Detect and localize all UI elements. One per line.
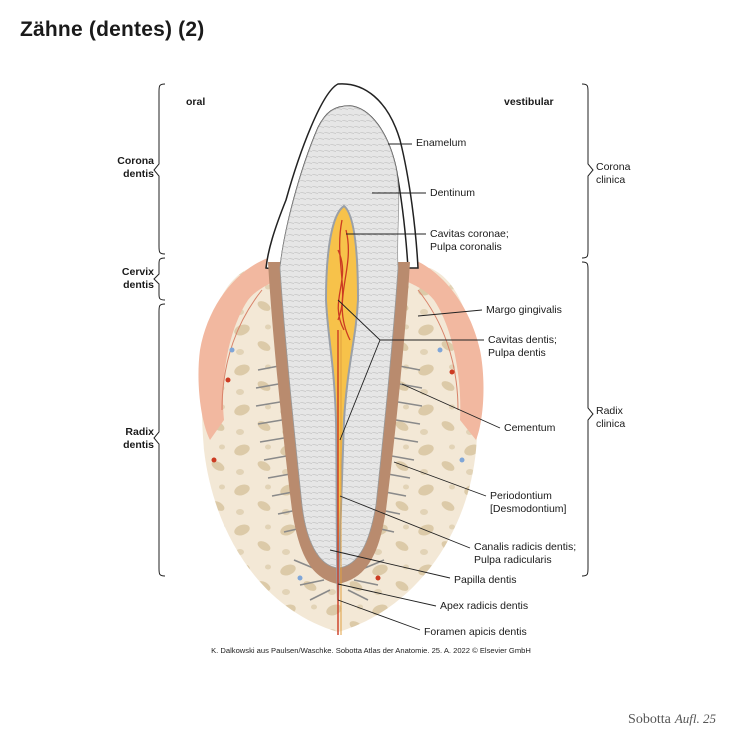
- label-cementum: Cementum: [504, 422, 556, 434]
- label-apex-radicis: Apex radicis dentis: [440, 600, 529, 612]
- credit-line: K. Dalkowski aus Paulsen/Waschke. Sobott…: [211, 646, 531, 655]
- label-corona-clinica: Corona clinica: [596, 161, 631, 186]
- label-enamelum: Enamelum: [416, 137, 467, 149]
- bracket-right: [581, 83, 594, 577]
- brand-edition: Aufl. 25: [674, 711, 716, 726]
- gingiva: [198, 258, 484, 440]
- bracket-left: [153, 83, 166, 577]
- label-vestibular: vestibular: [504, 96, 554, 108]
- label-corona-dentis: Corona dentis: [117, 155, 154, 180]
- label-cervix-dentis: Cervix dentis: [121, 266, 154, 291]
- label-dentinum: Dentinum: [430, 187, 475, 199]
- label-foramen-apicis: Foramen apicis dentis: [424, 626, 527, 638]
- label-margo-gingivalis: Margo gingivalis: [486, 304, 562, 316]
- label-papilla-dentis: Papilla dentis: [454, 574, 517, 586]
- page-title: Zähne (dentes) (2): [20, 18, 205, 41]
- label-radix-clinica: Radix clinica: [596, 405, 626, 430]
- label-radix-dentis: Radix dentis: [123, 426, 154, 451]
- tissue-vessels: [211, 347, 465, 581]
- label-canalis-radicis: Canalis radicis dentis; Pulpa radiculari…: [474, 541, 577, 566]
- leader-lines: [329, 143, 501, 631]
- brand-name: Sobotta: [628, 712, 671, 727]
- label-cavitas-dentis: Cavitas dentis; Pulpa dentis: [488, 334, 557, 359]
- label-periodontium: Periodontium [Desmodontium]: [490, 490, 567, 515]
- label-oral: oral: [186, 96, 206, 108]
- label-cavitas-coronae: Cavitas coronae; Pulpa coronalis: [430, 228, 509, 253]
